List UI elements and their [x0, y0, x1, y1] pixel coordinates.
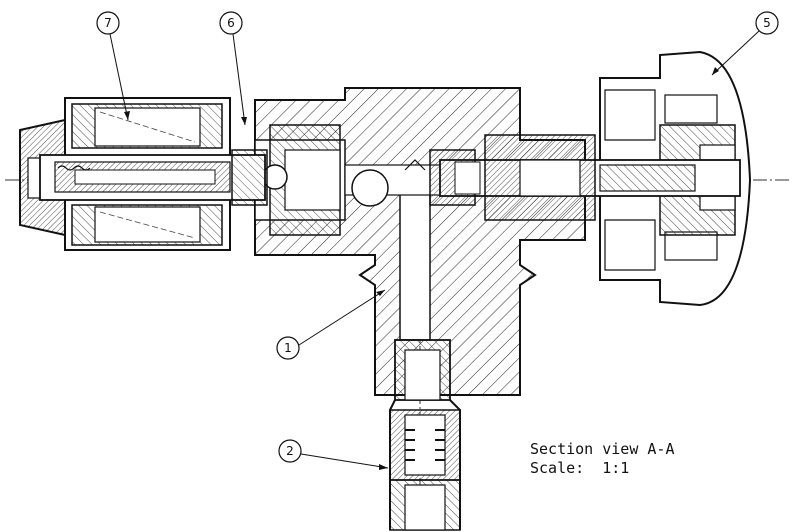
- balloon-7-label: 7: [104, 16, 112, 30]
- balloon-2-label: 2: [286, 444, 294, 458]
- scale-value: 1:1: [602, 459, 630, 477]
- balloon-1: 1: [276, 289, 386, 360]
- balloon-5-label: 5: [763, 16, 771, 30]
- scale-label: Scale:: [530, 459, 585, 477]
- balloon-7: 7: [96, 11, 130, 121]
- balloon-6: 6: [219, 11, 247, 126]
- fitting: [389, 339, 461, 531]
- scale-caption: Scale: 1:1: [530, 459, 629, 477]
- armature-tube: [39, 149, 268, 206]
- balloon-1-label: 1: [284, 341, 292, 355]
- balloon-5: 5: [711, 11, 779, 76]
- section-title: Section view A-A: [530, 440, 675, 458]
- spindle: [429, 134, 741, 221]
- balloon-6-label: 6: [227, 16, 235, 30]
- balloon-2: 2: [278, 439, 389, 470]
- seat-insert: [262, 124, 341, 236]
